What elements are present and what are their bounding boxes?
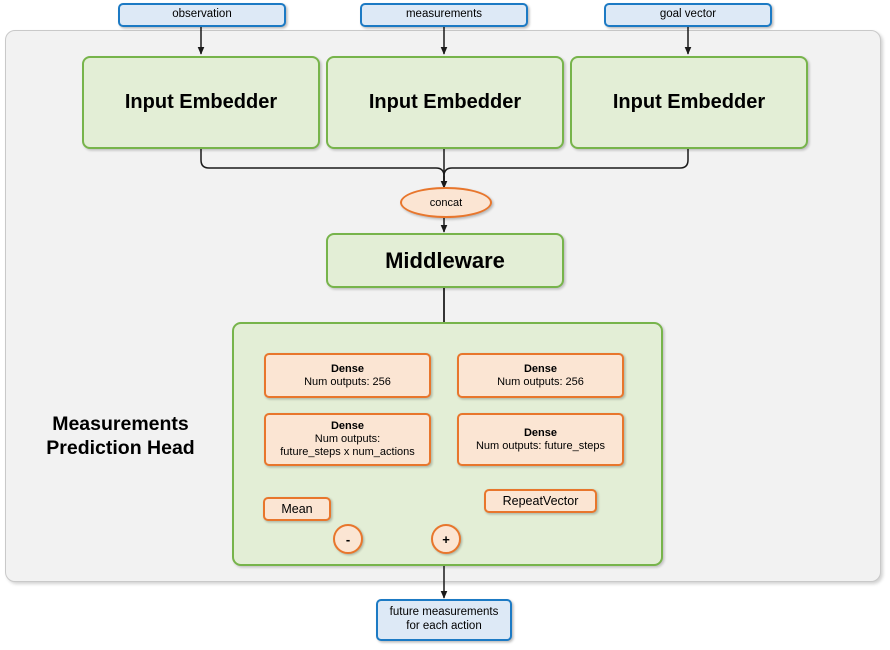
input-embedder-3-label: Input Embedder (612, 90, 766, 113)
left-dense-1-title: Dense (330, 362, 365, 375)
right-dense-1-title: Dense (523, 362, 558, 375)
left-dense-1-outputs: Num outputs: 256 (304, 375, 391, 388)
head-title: Measurements Prediction Head (18, 412, 223, 461)
repeat-vector-node[interactable]: RepeatVector (484, 489, 597, 513)
input-embedder-2-label: Input Embedder (368, 90, 522, 113)
right-dense-1[interactable]: Dense Num outputs: 256 (457, 353, 624, 398)
input-embedder-1[interactable]: Input Embedder (82, 56, 320, 149)
add-operator[interactable]: + (431, 524, 461, 554)
right-dense-2-title: Dense (523, 426, 558, 439)
middleware-label: Middleware (385, 247, 505, 273)
left-dense-2-outputs-label: Num outputs: (314, 433, 381, 446)
head-title-line1: Measurements (52, 413, 189, 435)
input-embedder-2[interactable]: Input Embedder (326, 56, 564, 149)
input-embedder-3[interactable]: Input Embedder (570, 56, 808, 149)
right-dense-1-outputs: Num outputs: 256 (497, 375, 584, 388)
left-dense-1[interactable]: Dense Num outputs: 256 (264, 353, 431, 398)
right-dense-2-outputs: Num outputs: future_steps (475, 439, 605, 452)
input-box-goal-vector[interactable]: goal vector (604, 3, 772, 27)
output-box[interactable]: future measurements for each action (376, 599, 512, 641)
concat-label: concat (429, 196, 463, 209)
mean-node[interactable]: Mean (263, 497, 331, 521)
right-dense-2[interactable]: Dense Num outputs: future_steps (457, 413, 624, 466)
middleware-node[interactable]: Middleware (326, 233, 564, 288)
input-embedder-1-label: Input Embedder (124, 90, 278, 113)
add-symbol: + (442, 531, 450, 547)
output-label-line1: future measurements (389, 606, 499, 619)
subtract-symbol: - (345, 531, 351, 547)
left-dense-2[interactable]: Dense Num outputs: future_steps x num_ac… (264, 413, 431, 466)
left-dense-2-outputs-value: future_steps x num_actions (280, 445, 415, 458)
input-box-measurements[interactable]: measurements (360, 3, 528, 27)
head-title-line2: Prediction Head (46, 437, 195, 460)
input-box-observation[interactable]: observation (118, 3, 286, 27)
input-label-observation: observation (172, 8, 232, 21)
repeat-vector-label: RepeatVector (502, 493, 579, 508)
left-dense-2-title: Dense (330, 420, 365, 433)
subtract-operator[interactable]: - (333, 524, 363, 554)
mean-label: Mean (281, 501, 313, 516)
input-label-measurements: measurements (405, 8, 483, 21)
output-label-line2: for each action (406, 620, 482, 632)
input-label-goal-vector: goal vector (659, 8, 717, 21)
concat-node[interactable]: concat (400, 187, 492, 218)
